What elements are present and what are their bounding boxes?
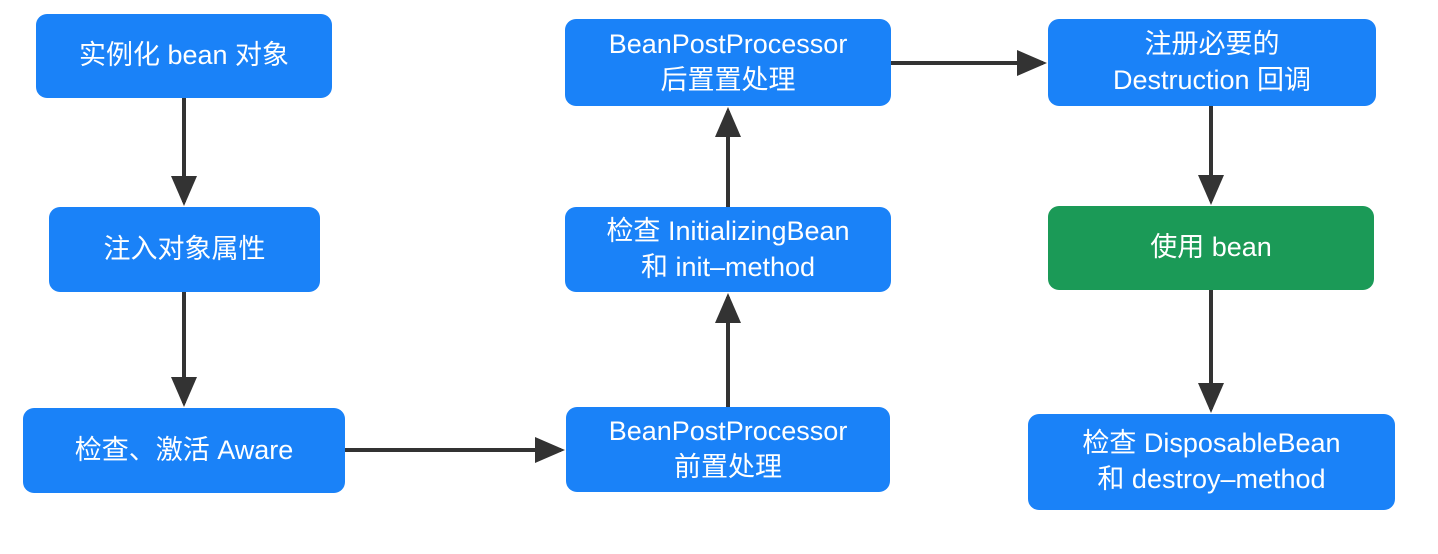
node-instantiate-bean: 实例化 bean 对象 xyxy=(36,14,332,98)
node-check-aware: 检查、激活 Aware xyxy=(23,408,345,493)
node-disposablebean-destroy-method: 检查 DisposableBean 和 destroy–method xyxy=(1028,414,1395,510)
node-beanpostprocessor-before: BeanPostProcessor 前置处理 xyxy=(566,407,890,492)
node-beanpostprocessor-after: BeanPostProcessor 后置置处理 xyxy=(565,19,891,106)
node-inject-properties: 注入对象属性 xyxy=(49,207,320,292)
node-use-bean: 使用 bean xyxy=(1048,206,1374,290)
node-initializingbean-init-method: 检查 InitializingBean 和 init–method xyxy=(565,207,891,292)
node-register-destruction-callback: 注册必要的 Destruction 回调 xyxy=(1048,19,1376,106)
